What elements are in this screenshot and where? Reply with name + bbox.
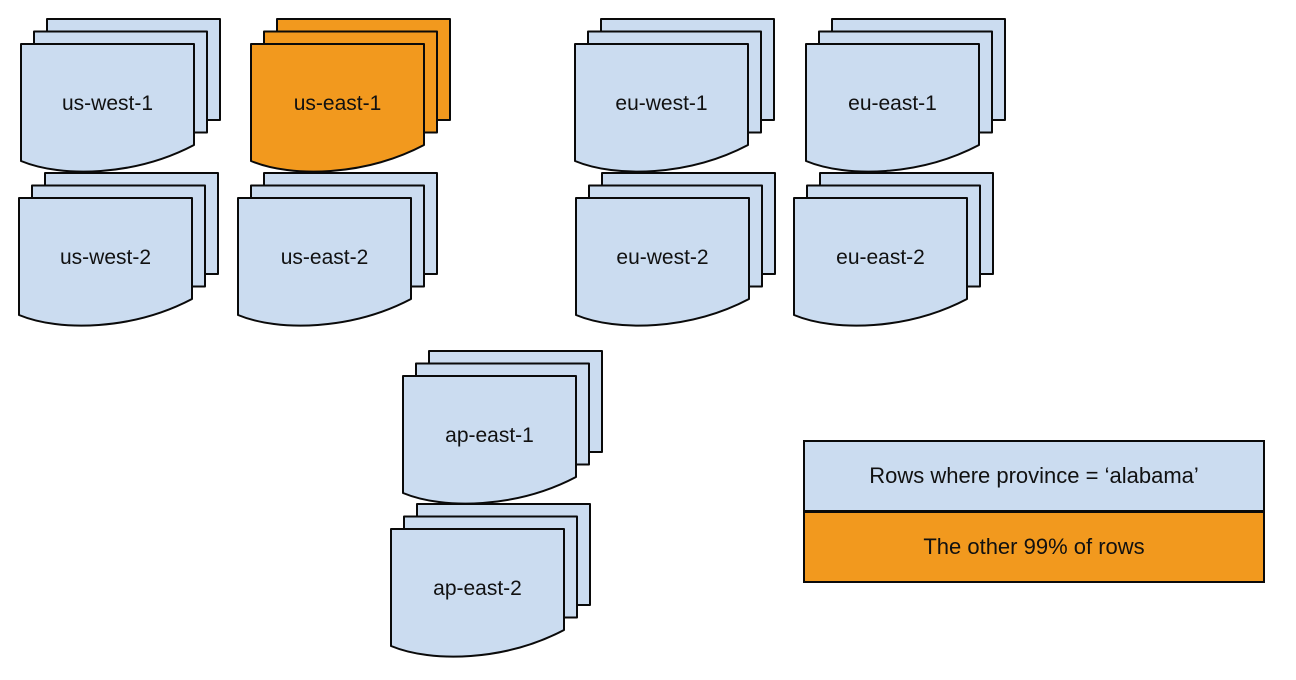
document-stack-icon [402, 350, 603, 505]
region-label: eu-east-2 [836, 246, 925, 269]
document-page-front [402, 375, 577, 505]
region-stack-ap-east-1: ap-east-1 [402, 350, 603, 507]
legend-row-alabama: Rows where province = ‘alabama’ [805, 442, 1263, 513]
region-label: eu-east-1 [848, 92, 937, 115]
document-stack-icon [574, 18, 775, 173]
region-label: eu-west-1 [615, 92, 708, 115]
region-stack-us-east-2: us-east-2 [237, 172, 438, 329]
legend-row-other-rows: The other 99% of rows [805, 513, 1263, 581]
region-label: eu-west-2 [616, 246, 709, 269]
document-stack-icon [575, 172, 776, 327]
document-page-front [390, 528, 565, 658]
legend-row-label: The other 99% of rows [923, 534, 1145, 559]
region-stack-eu-west-1: eu-west-1 [574, 18, 775, 175]
document-stack-icon [237, 172, 438, 327]
region-label: ap-east-1 [445, 424, 534, 447]
document-page-front [575, 197, 750, 327]
region-label: us-east-2 [280, 246, 369, 269]
document-page-front [805, 43, 980, 173]
region-label: ap-east-2 [433, 577, 522, 600]
region-stack-eu-east-2: eu-east-2 [793, 172, 994, 329]
region-label: us-west-1 [61, 92, 154, 115]
document-stack-icon [793, 172, 994, 327]
legend-row-label: Rows where province = ‘alabama’ [869, 463, 1199, 488]
document-page-front [20, 43, 195, 173]
document-page-front [574, 43, 749, 173]
document-page-front [237, 197, 412, 327]
document-stack-icon [390, 503, 591, 658]
region-label: us-west-2 [59, 246, 152, 269]
document-stack-icon [18, 172, 219, 327]
region-stack-us-east-1: us-east-1 [250, 18, 451, 175]
document-page-front [793, 197, 968, 327]
region-stack-ap-east-2: ap-east-2 [390, 503, 591, 660]
region-stack-us-west-1: us-west-1 [20, 18, 221, 175]
document-stack-icon [250, 18, 451, 173]
region-stack-eu-west-2: eu-west-2 [575, 172, 776, 329]
document-page-front [18, 197, 193, 327]
legend: Rows where province = ‘alabama’ The othe… [803, 440, 1265, 583]
region-label: us-east-1 [293, 92, 382, 115]
region-stack-us-west-2: us-west-2 [18, 172, 219, 329]
region-stack-eu-east-1: eu-east-1 [805, 18, 1006, 175]
document-stack-icon [20, 18, 221, 173]
document-stack-icon [805, 18, 1006, 173]
document-page-front [250, 43, 425, 173]
